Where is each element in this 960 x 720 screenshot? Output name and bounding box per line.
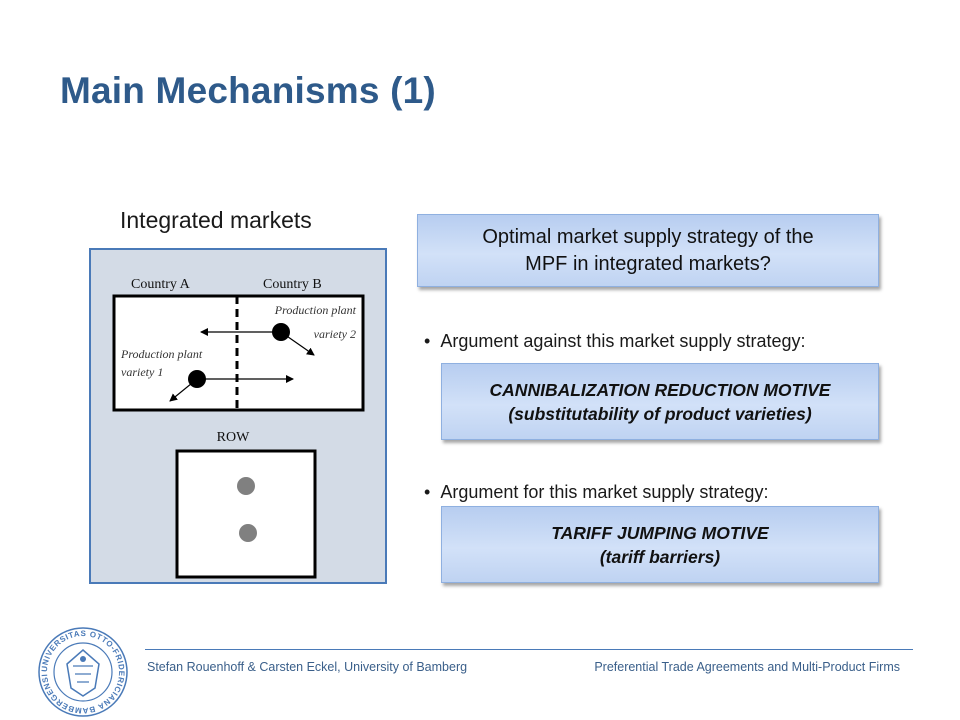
market-diagram-svg: Country A Country B Production plant var…	[112, 277, 365, 579]
row-market-box	[175, 449, 317, 579]
bullet-for: • Argument for this market supply strateg…	[424, 482, 768, 503]
country-a-label: Country A	[131, 277, 191, 292]
bullet-dot: •	[424, 331, 431, 351]
bullet-against: • Argument against this market supply str…	[424, 331, 805, 352]
plant-2-label-line2: variety 2	[314, 327, 356, 341]
university-seal-logo: UNIVERSITAS OTTO-FRIDERICIANA BAMBERGENS…	[37, 626, 128, 717]
motive-2-subtitle: (tariff barriers)	[599, 546, 721, 567]
row-dot-lower	[239, 524, 257, 542]
plant-1-label-line1: Production plant	[120, 347, 203, 361]
plant-2-dot	[272, 323, 290, 341]
plant-2-label-line1: Production plant	[274, 303, 357, 317]
bullet-for-text: Argument for this market supply strategy…	[440, 482, 769, 502]
slide-title: Main Mechanisms (1)	[60, 70, 436, 111]
plant-1-label-line2: variety 1	[121, 365, 163, 379]
cannibalization-motive-box: CANNIBALIZATION REDUCTION MOTIVE (substi…	[441, 363, 879, 440]
motive-2-title: TARIFF JUMPING MOTIVE	[551, 522, 769, 543]
footer-authors: Stefan Rouenhoff & Carsten Eckel, Univer…	[147, 660, 468, 674]
question-line-1: Optimal market supply strategy of the	[482, 225, 814, 248]
row-dot-upper	[237, 477, 255, 495]
question-line-2: MPF in integrated markets?	[525, 252, 771, 275]
plant-1-dot	[188, 370, 206, 388]
motive-1-subtitle: (substitutability of product varieties)	[508, 403, 812, 424]
market-diagram: Country A Country B Production plant var…	[89, 248, 387, 584]
bullet-dot: •	[424, 482, 431, 502]
footer-divider	[145, 649, 913, 650]
tariff-motive-box: TARIFF JUMPING MOTIVE (tariff barriers)	[441, 506, 879, 583]
strategy-question-box: Optimal market supply strategy of the MP…	[417, 214, 879, 287]
row-label: ROW	[217, 430, 250, 445]
bullet-against-text: Argument against this market supply stra…	[440, 331, 806, 351]
footer-presentation-title: Preferential Trade Agreements and Multi-…	[594, 660, 900, 674]
motive-1-title: CANNIBALIZATION REDUCTION MOTIVE	[489, 379, 831, 400]
country-b-label: Country B	[263, 277, 322, 292]
diagram-heading: Integrated markets	[120, 207, 312, 233]
